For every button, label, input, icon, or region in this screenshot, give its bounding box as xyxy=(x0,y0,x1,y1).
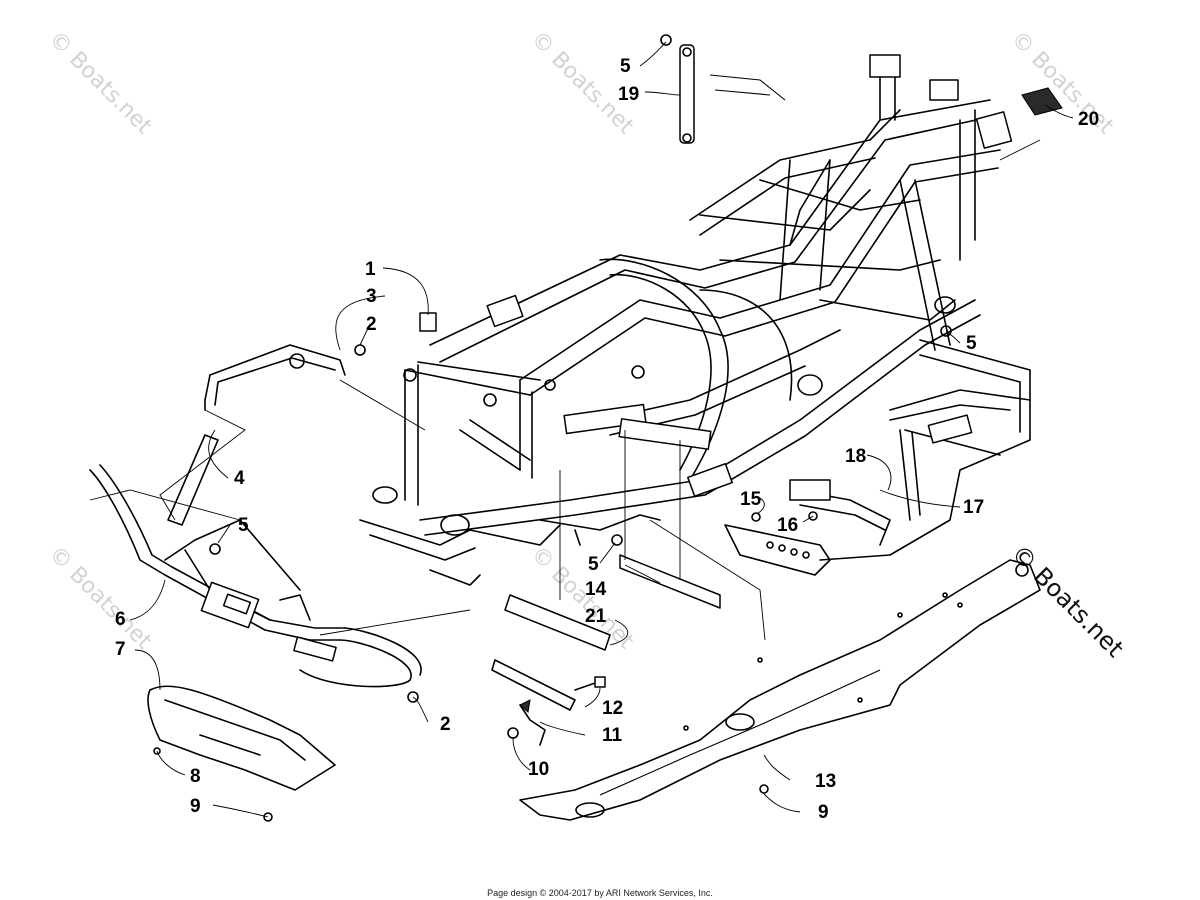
callout-10: 10 xyxy=(528,759,549,780)
callout-9: 9 xyxy=(190,796,201,817)
callout-8: 8 xyxy=(190,766,201,787)
main-frame xyxy=(359,54,1013,586)
callout-5: 5 xyxy=(588,554,599,575)
callout-1: 1 xyxy=(365,259,376,280)
callout-2: 2 xyxy=(440,714,451,735)
front-skid-plate xyxy=(147,685,336,791)
rear-rack xyxy=(724,339,1031,576)
watermark: © Boats.net xyxy=(1006,27,1119,140)
front-bumper xyxy=(89,344,422,688)
callout-18: 18 xyxy=(845,446,866,467)
foam-pads xyxy=(504,554,721,651)
callout-9: 9 xyxy=(818,802,829,823)
strap-19 xyxy=(679,44,786,144)
callout-3: 3 xyxy=(366,286,377,307)
callout-14: 14 xyxy=(585,579,607,600)
decal-20 xyxy=(1021,87,1063,116)
callout-17: 17 xyxy=(963,497,984,518)
hardware xyxy=(153,34,952,822)
callout-5: 5 xyxy=(966,333,977,354)
callout-15: 15 xyxy=(740,489,762,510)
watermark: © Boats.net xyxy=(1006,539,1129,662)
main-skid-plate xyxy=(519,559,1041,821)
watermark: © Boats.net xyxy=(44,27,157,140)
callout-20: 20 xyxy=(1078,109,1099,130)
callout-16: 16 xyxy=(777,515,798,536)
page-footer: Page design © 2004-2017 by ARI Network S… xyxy=(487,888,713,898)
callout-21: 21 xyxy=(585,606,607,627)
watermark: © Boats.net xyxy=(526,27,639,140)
callout-11: 11 xyxy=(602,725,623,746)
leader-lines xyxy=(129,41,1074,818)
callout-6: 6 xyxy=(115,609,126,630)
callout-2: 2 xyxy=(366,314,377,335)
callout-labels: 1 3 2 4 5 6 7 2 8 9 5 14 21 12 11 10 13 … xyxy=(115,56,1099,823)
callout-7: 7 xyxy=(115,639,126,660)
callout-19: 19 xyxy=(618,84,639,105)
assembly-lines xyxy=(89,139,1041,641)
callout-5: 5 xyxy=(620,56,631,77)
callout-12: 12 xyxy=(602,698,623,719)
callout-13: 13 xyxy=(815,771,836,792)
callout-4: 4 xyxy=(234,468,245,489)
callout-5: 5 xyxy=(238,515,249,536)
